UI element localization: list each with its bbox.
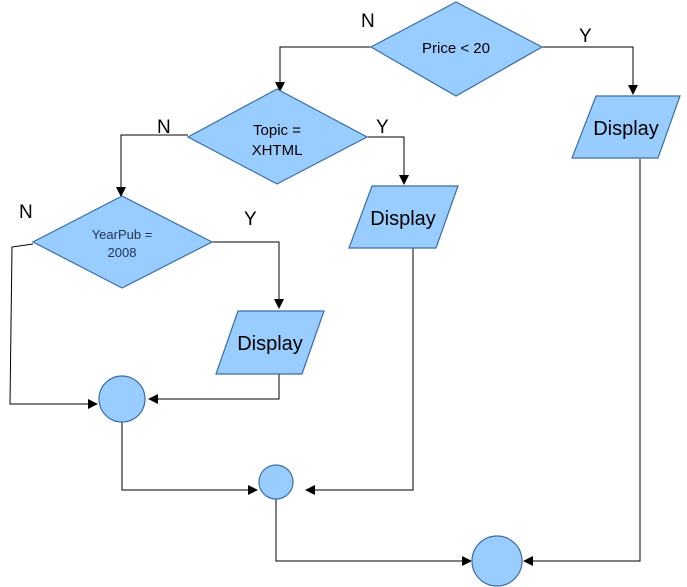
branch-label-price-yes: Y [579,26,592,47]
display-label: Display [593,118,659,140]
display-label: Display [370,208,436,230]
connector-join2-join3 [275,497,462,562]
display-parallelogram [215,310,325,375]
arrowhead [116,187,126,197]
branch-label-price-no: N [361,11,375,32]
decision-yearpub: YearPub = 2008 [31,195,214,289]
branch-label-topic-yes: Y [376,117,389,138]
decision-label: Price < 20 [422,40,490,57]
arrowhead [88,399,98,409]
arrowhead [523,556,533,566]
connector-price-no [279,46,371,82]
decision-diamond [31,195,214,289]
join-circle-2 [258,464,294,500]
branch-label-topic-no: N [157,117,171,138]
output-display-mid: Display [348,185,459,249]
arrowhead [399,175,409,185]
branch-label-yearpub-no: N [19,202,33,223]
arrowhead [305,485,315,495]
connector-topic-yes [367,136,405,175]
arrowhead [148,394,158,404]
display-parallelogram [348,185,459,249]
arrowhead [462,556,472,566]
connector-price-yes [542,46,634,85]
display-label: Display [237,333,303,355]
decision-topic: Topic = XHTML [186,88,369,185]
arrowhead [628,85,638,95]
decision-label-line2: 2008 [108,245,137,260]
connectors [9,46,641,566]
arrowhead [274,299,284,309]
decision-label-line1: Topic = [253,122,301,139]
join-circle-3 [471,535,523,587]
decision-price: Price < 20 [369,1,544,97]
decision-diamond [369,1,544,97]
connector-display-left-join [158,374,280,400]
arrowhead [248,485,258,495]
connector-join1-join2 [121,421,248,491]
branch-label-yearpub-yes: Y [244,209,257,230]
connector-yearpub-no [9,243,88,405]
connector-display-mid-join [315,248,414,491]
output-display-left: Display [215,310,325,375]
decision-label-line2: XHTML [252,142,303,159]
decision-label-line1: YearPub = [92,227,153,242]
display-parallelogram [571,95,681,159]
decision-diamond [186,88,369,185]
arrowhead [275,82,285,92]
connector-topic-no [120,134,188,187]
connector-yearpub-yes [212,241,280,299]
connector-display-right-join [533,159,641,562]
join-circle-1 [98,375,146,423]
output-display-right: Display [571,95,681,159]
